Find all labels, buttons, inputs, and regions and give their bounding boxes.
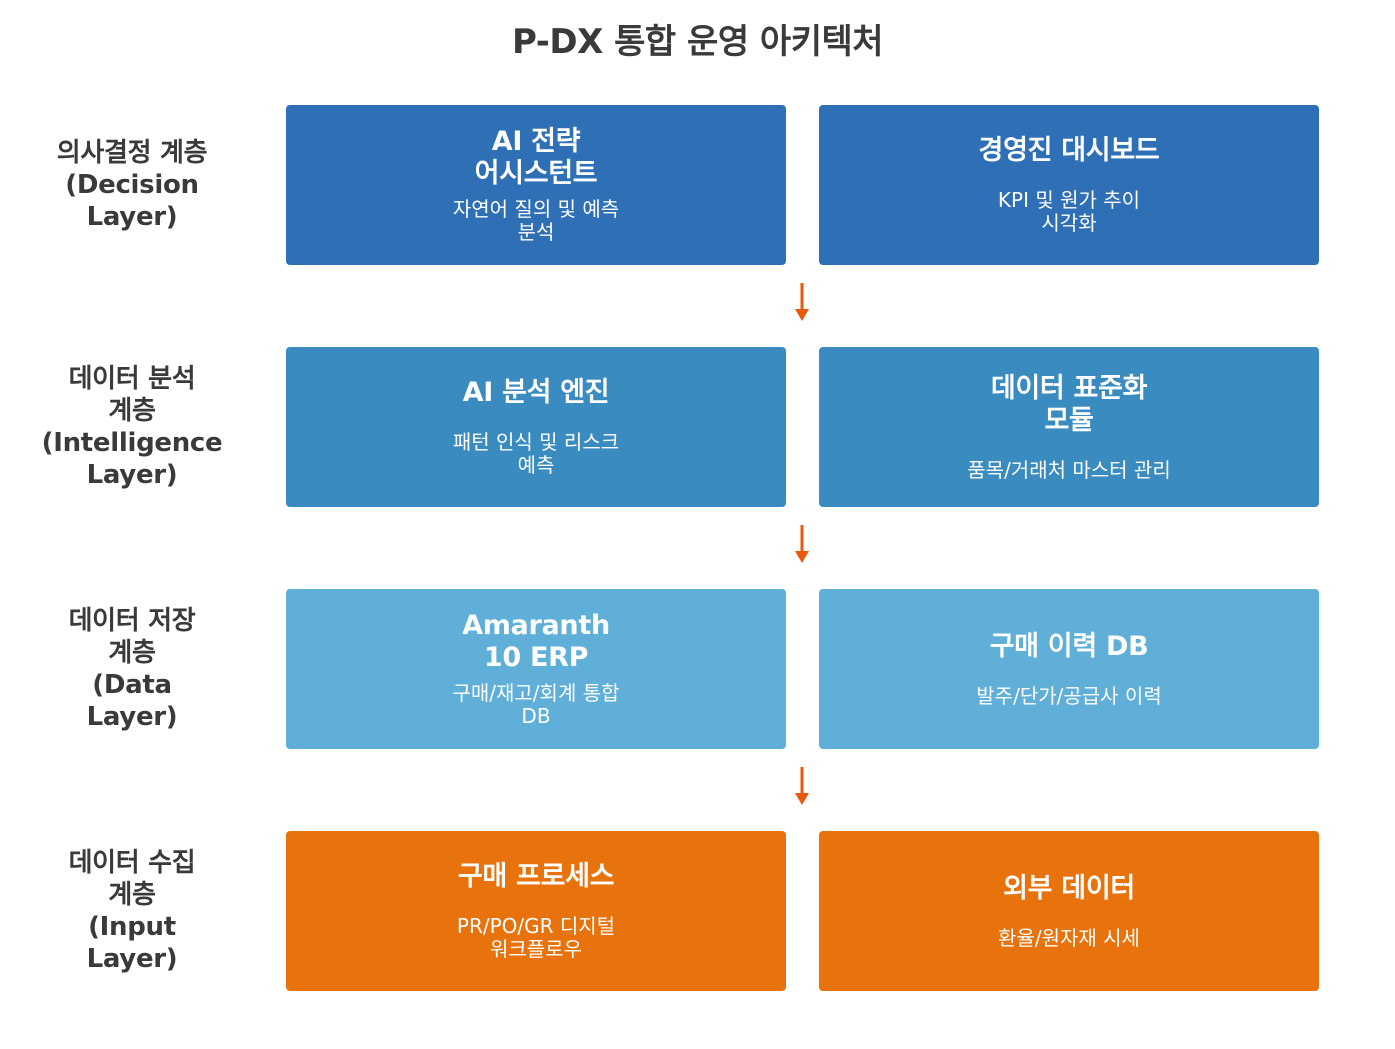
layer-label-input: 데이터 수집 계층 (Input Layer) xyxy=(18,831,246,991)
layer-label-intelligence: 데이터 분석 계층 (Intelligence Layer) xyxy=(18,347,246,507)
box-ai-analysis-engine: AI 분석 엔진 패턴 인식 및 리스크 예측 xyxy=(286,347,786,507)
layer-label-line: 계층 xyxy=(108,880,156,910)
box-external-data: 외부 데이터 환율/원자재 시세 xyxy=(819,831,1319,991)
box-executive-dashboard: 경영진 대시보드 KPI 및 원가 추이 시각화 xyxy=(819,105,1319,265)
layer-label-line: 데이터 수집 xyxy=(68,848,196,878)
box-purchase-process: 구매 프로세스 PR/PO/GR 디지털 워크플로우 xyxy=(286,831,786,991)
box-title: 구매 이력 DB xyxy=(989,630,1149,662)
layer-label-line: Layer) xyxy=(86,460,178,490)
box-subtitle: PR/PO/GR 디지털 워크플로우 xyxy=(456,914,616,961)
down-arrow-icon xyxy=(795,283,809,321)
box-subtitle: 자연어 질의 및 예측 분석 xyxy=(452,197,620,244)
layer-label-line: 데이터 저장 xyxy=(68,606,196,636)
box-purchase-history-db: 구매 이력 DB 발주/단가/공급사 이력 xyxy=(819,589,1319,749)
layer-label-line: (Data xyxy=(92,670,172,700)
box-subtitle: 발주/단가/공급사 이력 xyxy=(976,683,1162,708)
layer-label-line: Layer) xyxy=(86,202,178,232)
box-title: 구매 프로세스 xyxy=(457,861,615,892)
box-title: 경영진 대시보드 xyxy=(978,135,1160,166)
layer-label-line: 데이터 분석 xyxy=(68,364,196,394)
layer-label-line: Layer) xyxy=(86,944,178,974)
box-subtitle: 패턴 인식 및 리스크 예측 xyxy=(452,430,620,477)
box-amaranth-erp: Amaranth 10 ERP 구매/재고/회계 통합 DB xyxy=(286,589,786,749)
box-title: 데이터 표준화 모듈 xyxy=(990,372,1148,436)
box-data-standardization-module: 데이터 표준화 모듈 품목/거래처 마스터 관리 xyxy=(819,347,1319,507)
layer-label-line: Layer) xyxy=(86,702,178,732)
box-title: 외부 데이터 xyxy=(1003,872,1135,904)
layer-label-line: 의사결정 계층 xyxy=(56,138,208,168)
layer-label-line: (Intelligence xyxy=(41,428,223,458)
layer-label-line: 계층 xyxy=(108,396,156,426)
box-subtitle: 환율/원자재 시세 xyxy=(998,925,1140,950)
layer-label-decision: 의사결정 계층 (Decision Layer) xyxy=(18,105,246,265)
layer-label-line: (Input xyxy=(88,912,176,942)
layer-label-line: (Decision xyxy=(65,170,199,200)
box-subtitle: 구매/재고/회계 통합 DB xyxy=(452,681,620,728)
box-title: Amaranth 10 ERP xyxy=(462,610,610,673)
layer-label-line: 계층 xyxy=(108,638,156,668)
down-arrow-icon xyxy=(795,767,809,805)
layer-label-data: 데이터 저장 계층 (Data Layer) xyxy=(18,589,246,749)
box-subtitle: 품목/거래처 마스터 관리 xyxy=(967,457,1171,482)
box-title: AI 분석 엔진 xyxy=(462,377,610,408)
box-subtitle: KPI 및 원가 추이 시각화 xyxy=(997,188,1141,235)
diagram-title: P-DX 통합 운영 아키텍처 xyxy=(511,22,884,62)
box-title: AI 전략 어시스턴트 xyxy=(474,126,598,189)
box-ai-strategy-assistant: AI 전략 어시스턴트 자연어 질의 및 예측 분석 xyxy=(286,105,786,265)
down-arrow-icon xyxy=(795,525,809,563)
